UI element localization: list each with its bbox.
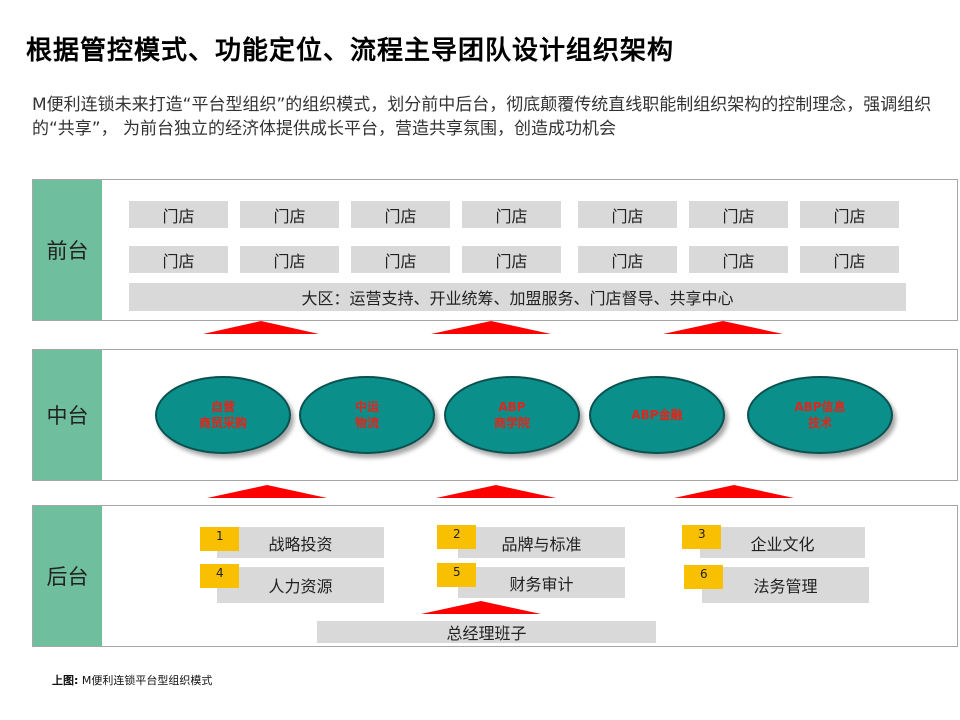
store-box: 门店: [689, 246, 788, 273]
up-arrow: [431, 321, 551, 334]
function-box: 人力资源: [217, 567, 384, 603]
middle-label: 中台: [33, 350, 102, 480]
up-arrow: [207, 485, 327, 498]
unit-finance: ABP金融: [589, 376, 725, 454]
store-box: 门店: [578, 246, 677, 273]
number-tag: 3: [682, 525, 721, 549]
store-box: 门店: [462, 246, 561, 273]
number-tag: 4: [200, 564, 239, 588]
back-label: 后台: [33, 506, 102, 646]
up-arrow: [421, 601, 541, 614]
up-arrow: [663, 321, 783, 334]
store-box: 门店: [351, 201, 450, 228]
leadership-box: 总经理班子: [317, 621, 656, 643]
front-panel: 前台 门店 门店 门店 门店 门店 门店 门店 门店 门店 门店 门店 门店 门…: [32, 179, 958, 321]
description: M便利连锁未来打造“平台型组织”的组织模式，划分前中后台，彻底颠覆传统直线职能制…: [32, 95, 932, 139]
function-box: 法务管理: [702, 567, 869, 603]
number-tag: 2: [437, 525, 476, 549]
middle-panel: 中台 自营 商贸采购 中运 物流 ABP 商学院 ABP金融 ABP信息 技术: [32, 349, 958, 481]
store-box: 门店: [462, 201, 561, 228]
function-box: 战略投资: [217, 527, 384, 558]
number-tag: 6: [684, 565, 723, 589]
function-box: 财务审计: [458, 567, 625, 598]
store-box: 门店: [240, 246, 339, 273]
front-label: 前台: [33, 180, 102, 320]
number-tag: 1: [200, 527, 239, 551]
store-box: 门店: [240, 201, 339, 228]
number-tag: 5: [437, 563, 476, 587]
unit-it: ABP信息 技术: [747, 376, 893, 454]
unit-logistics: 中运 物流: [299, 376, 435, 454]
store-box: 门店: [800, 201, 899, 228]
up-arrow: [436, 485, 556, 498]
up-arrow: [203, 321, 319, 334]
unit-academy: ABP 商学院: [444, 376, 580, 454]
page-title: 根据管控模式、功能定位、流程主导团队设计组织架构: [26, 36, 675, 66]
store-box: 门店: [578, 201, 677, 228]
figure-caption: 上图: M便利连锁平台型组织模式: [52, 674, 213, 687]
store-box: 门店: [800, 246, 899, 273]
store-box: 门店: [129, 201, 228, 228]
up-arrow: [674, 485, 794, 498]
region-box: 大区：运营支持、开业统筹、加盟服务、门店督导、共享中心: [129, 283, 906, 311]
store-box: 门店: [351, 246, 450, 273]
store-box: 门店: [129, 246, 228, 273]
function-box: 品牌与标准: [458, 527, 625, 558]
unit-procurement: 自营 商贸采购: [155, 376, 291, 454]
store-box: 门店: [689, 201, 788, 228]
function-box: 企业文化: [700, 527, 865, 558]
back-panel: 后台 战略投资 1 品牌与标准 2 企业文化 3 人力资源 4 财务审计 5 法…: [32, 505, 958, 647]
